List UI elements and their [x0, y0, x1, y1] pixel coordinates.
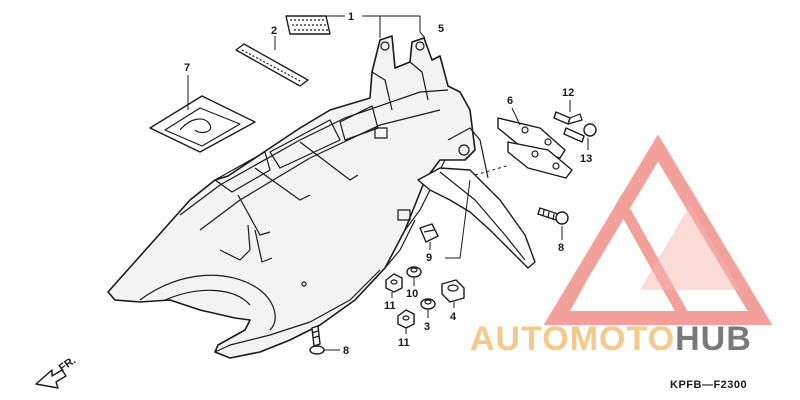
callout-13: 13 [580, 153, 592, 165]
callout-11-upper: 11 [384, 300, 396, 312]
brand-auto: AUTO [470, 320, 570, 358]
collar-3 [420, 298, 436, 310]
watermark-logo [543, 134, 773, 325]
callout-7: 7 [184, 62, 190, 74]
brand-moto: MOTO [570, 320, 675, 358]
clip-9 [419, 223, 439, 243]
fender-extension [417, 127, 536, 269]
grommet-4 [441, 279, 465, 303]
callout-1: 1 [348, 11, 354, 23]
rear-fender-main [107, 35, 476, 359]
callout-9: 9 [426, 252, 432, 264]
screw-13 [563, 123, 597, 143]
leader-lines [187, 15, 589, 351]
diagram-code: KPFB—F2300 [670, 379, 747, 391]
callout-5: 5 [438, 23, 444, 35]
nut-11-upper [385, 273, 403, 293]
svg-text:AUTOMOTOHUB: AUTOMOTOHUB [470, 320, 752, 358]
nut-10 [406, 266, 422, 278]
callout-8-lower: 8 [343, 345, 349, 357]
callouts: 1 2 3 4 5 6 7 8 8 9 10 11 11 12 13 [184, 11, 592, 357]
callout-11-lower: 11 [398, 337, 410, 349]
license-bracket [497, 117, 573, 179]
callout-4: 4 [450, 311, 457, 323]
strap-part [235, 43, 309, 87]
bolt-8-lower [309, 325, 325, 355]
callout-2: 2 [271, 25, 277, 37]
callout-12: 12 [562, 87, 574, 99]
watermark-text: AUTOMOTOHUB [470, 320, 752, 358]
screw-12 [553, 111, 583, 125]
callout-8-upper: 8 [558, 242, 564, 254]
label-part [149, 95, 256, 153]
callout-3: 3 [424, 321, 430, 333]
pad-part [285, 15, 331, 35]
callout-6: 6 [507, 95, 513, 107]
front-direction-arrow: FR. [35, 354, 78, 389]
callout-10: 10 [406, 288, 418, 300]
brand-hub: HUB [675, 320, 752, 358]
bolt-8-upper [537, 207, 569, 225]
nut-11-lower [397, 309, 415, 329]
